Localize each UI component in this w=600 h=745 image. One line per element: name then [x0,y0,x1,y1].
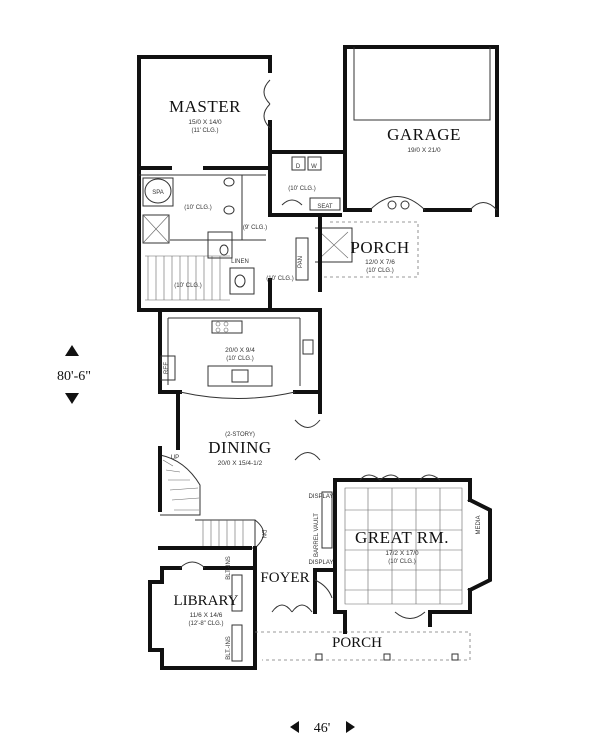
depth-label: 80'-6" [57,369,91,384]
porch-upper-label: PORCH [350,238,409,257]
wc-ceiling: (9' CLG.) [243,225,267,231]
library-ceiling: (12'-8" CLG.) [189,621,224,627]
display-label-1: DISPLAY [309,494,334,500]
dryer-label: D [296,164,301,170]
dn-label: DN [260,530,266,539]
display-label-2: DISPLAY [309,560,334,566]
media-label: MEDIA [476,515,482,534]
porch-upper-ceiling: (10' CLG.) [366,268,394,274]
right-arrow-icon [346,721,355,733]
master-ceiling: (11' CLG.) [191,128,218,134]
garage-dims: 19/0 X 21/0 [407,147,441,154]
garage-label: GARAGE [387,125,461,144]
master-suite [137,55,272,312]
bath-ceiling: (10' CLG.) [184,205,212,211]
porch-lower-label: PORCH [332,635,382,651]
washer-label: W [311,164,317,170]
porch-upper-dims: 12/0 X 7/6 [365,259,395,266]
dining [158,390,322,550]
spa-label: SPA [152,190,164,196]
dining-note: (2-STORY) [225,432,255,438]
great-room-dims: 17/2 X 17/0 [385,550,419,557]
up-arrow-icon [65,345,79,356]
barrel-vault-label: BARREL VAULT [314,513,320,557]
bltins-label-1: BLT.-INS [226,556,232,580]
linen-label: LINEN [231,259,249,265]
up-label: UP [171,455,179,461]
kitchen [158,308,322,399]
overall-width-dimension: 46' [290,721,355,736]
hall-ceiling: (10' CLG.) [266,276,294,282]
porch-lower [255,610,471,661]
ref-label: REF [164,362,170,374]
seat-label: SEAT [317,204,333,210]
laundry [268,150,347,217]
master-label: MASTER [169,97,241,116]
great-room-ceiling: (10' CLG.) [388,559,416,565]
porch-upper [295,213,419,292]
dining-dims: 20/0 X 15/4-1/2 [218,460,263,467]
great-room-label: GREAT RM. [355,528,449,547]
kitchen-dims: 20/0 X 9/4 [225,347,255,354]
library [148,546,257,670]
pan-label: PAN [298,256,304,268]
laundry-ceiling: (10' CLG.) [288,186,316,192]
library-dims: 11/6 X 14/6 [190,612,223,619]
closet-ceiling: (10' CLG.) [174,283,202,289]
foyer-label: FOYER [260,570,309,586]
bltins-label-2: BLT.-INS [226,636,232,660]
overall-depth-dimension: 80'-6" [57,345,91,404]
library-label: LIBRARY [173,593,238,609]
great-room [321,474,492,619]
kitchen-ceiling: (10' CLG.) [226,356,254,362]
master-dims: 15/0 X 14/0 [188,119,222,126]
left-arrow-icon [290,721,299,733]
dining-label: DINING [208,438,271,457]
garage [343,45,499,217]
width-label: 46' [314,721,331,736]
down-arrow-icon [65,393,79,404]
